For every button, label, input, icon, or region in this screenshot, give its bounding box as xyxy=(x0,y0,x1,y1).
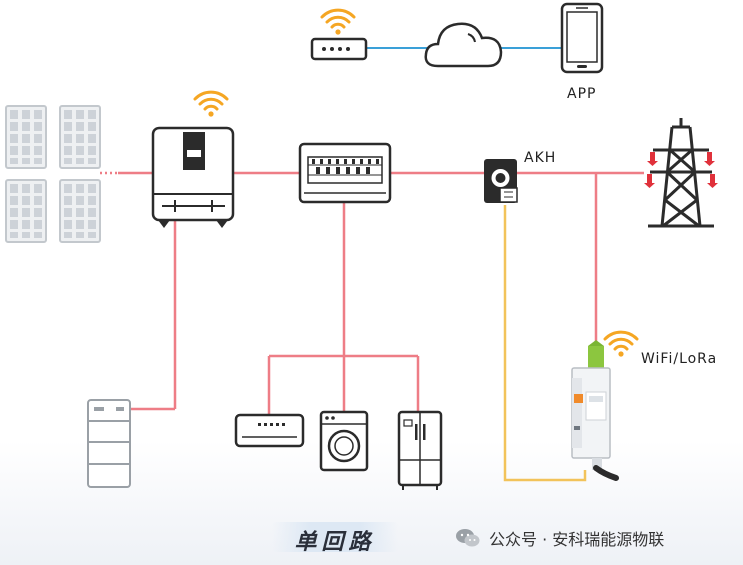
inverter-icon xyxy=(151,126,235,228)
watermark-text: 公众号 · 安科瑞能源物联 xyxy=(489,530,665,549)
caption-badge: 单回路 xyxy=(272,522,398,555)
power-tower-icon xyxy=(648,118,714,228)
tower-insulators xyxy=(644,152,718,188)
wifi-icon xyxy=(193,90,229,119)
cloud-icon xyxy=(424,22,503,68)
din-meter-icon xyxy=(571,340,619,481)
app-label: APP xyxy=(567,86,597,102)
phone-icon xyxy=(560,2,604,74)
wifi-icon xyxy=(320,8,356,37)
refrigerator-icon xyxy=(397,410,443,490)
router-icon xyxy=(310,37,368,61)
watermark: 公众号 · 安科瑞能源物联 xyxy=(455,528,665,549)
solar-panel-icon xyxy=(5,105,101,243)
air-conditioner-icon xyxy=(234,413,305,448)
distribution-box-icon xyxy=(298,142,392,204)
battery-icon xyxy=(87,399,131,488)
caption-text: 单回路 xyxy=(294,530,376,555)
meter-label: AKH xyxy=(524,150,557,166)
ct-wire xyxy=(503,205,587,482)
ac-wires xyxy=(130,171,644,415)
washing-machine-icon xyxy=(319,410,369,472)
comm-label: WiFi/LoRa xyxy=(641,351,718,367)
ct-meter-icon xyxy=(484,159,518,203)
wifi-icon xyxy=(603,330,639,359)
wechat-icon xyxy=(456,529,480,547)
